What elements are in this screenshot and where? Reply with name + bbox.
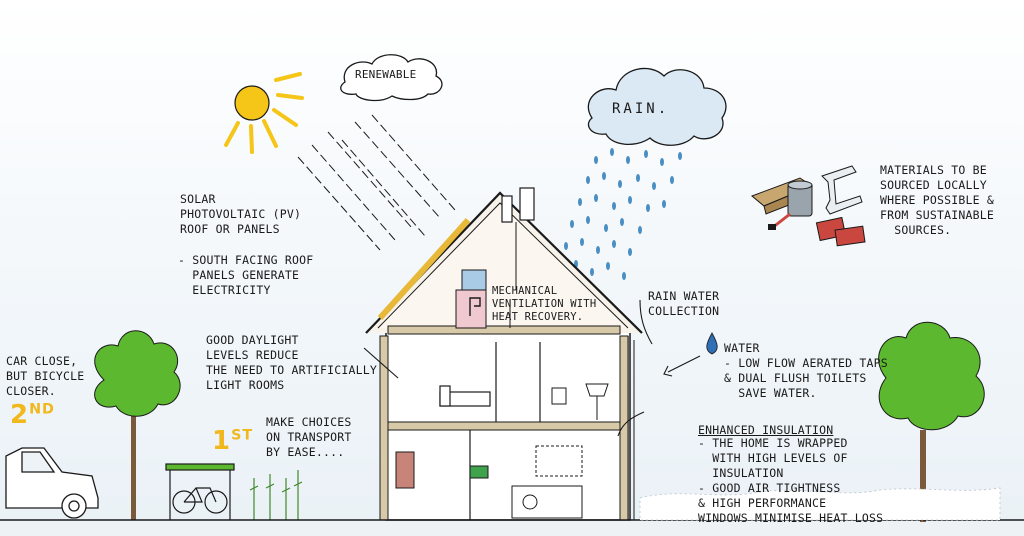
materials-label: MATERIALS TO BE SOURCED LOCALLY WHERE PO… xyxy=(880,163,994,237)
rain-label: RAIN. xyxy=(612,101,670,117)
rank-first-number: 1 xyxy=(212,426,232,456)
south-facing-label: - SOUTH FACING ROOF PANELS GENERATE ELEC… xyxy=(178,253,314,297)
rain-cloud-icon xyxy=(587,67,727,146)
renewable-cloud-icon xyxy=(340,54,443,102)
renewable-label: RENEWABLE xyxy=(355,68,417,81)
insulation-title: ENHANCED INSULATION xyxy=(698,423,834,437)
car-close-label: CAR CLOSE, BUT BICYCLE CLOSER. xyxy=(6,354,85,398)
tree-left-icon xyxy=(94,330,181,520)
annotation-arrows xyxy=(363,299,701,437)
sunlight-rays xyxy=(297,114,456,251)
rain-water-collection-label: RAIN WATER COLLECTION xyxy=(648,289,720,318)
rank-second-suffix: ND xyxy=(29,401,55,418)
insulation-text: - THE HOME IS WRAPPED WITH HIGH LEVELS O… xyxy=(698,436,884,525)
solar-pv-label: SOLAR PHOTOVOLTAIC (PV) ROOF OR PANELS xyxy=(180,192,302,236)
bicycle-shelter-icon xyxy=(165,463,235,520)
rank-second: 2ND xyxy=(10,400,55,430)
water-title: WATER xyxy=(724,341,760,355)
ground xyxy=(0,487,1024,536)
materials-icon xyxy=(751,165,866,247)
garden-plants xyxy=(249,470,303,520)
water-drop-icon xyxy=(706,332,718,355)
tree-right-icon xyxy=(878,321,985,522)
rank-first: 1ST xyxy=(212,426,253,456)
rank-second-number: 2 xyxy=(10,400,30,430)
transport-label: MAKE CHOICES ON TRANSPORT BY EASE.... xyxy=(266,415,352,459)
car-icon xyxy=(5,447,99,519)
mvhr-label: MECHANICAL VENTILATION WITH HEAT RECOVER… xyxy=(492,285,597,323)
sun-icon xyxy=(224,72,304,154)
water-text: - LOW FLOW AERATED TAPS & DUAL FLUSH TOI… xyxy=(724,356,888,400)
daylight-label: GOOD DAYLIGHT LEVELS REDUCE THE NEED TO … xyxy=(206,333,377,392)
house xyxy=(365,187,643,521)
rank-first-suffix: ST xyxy=(231,427,254,444)
mvhr-unit-icon xyxy=(455,269,487,329)
